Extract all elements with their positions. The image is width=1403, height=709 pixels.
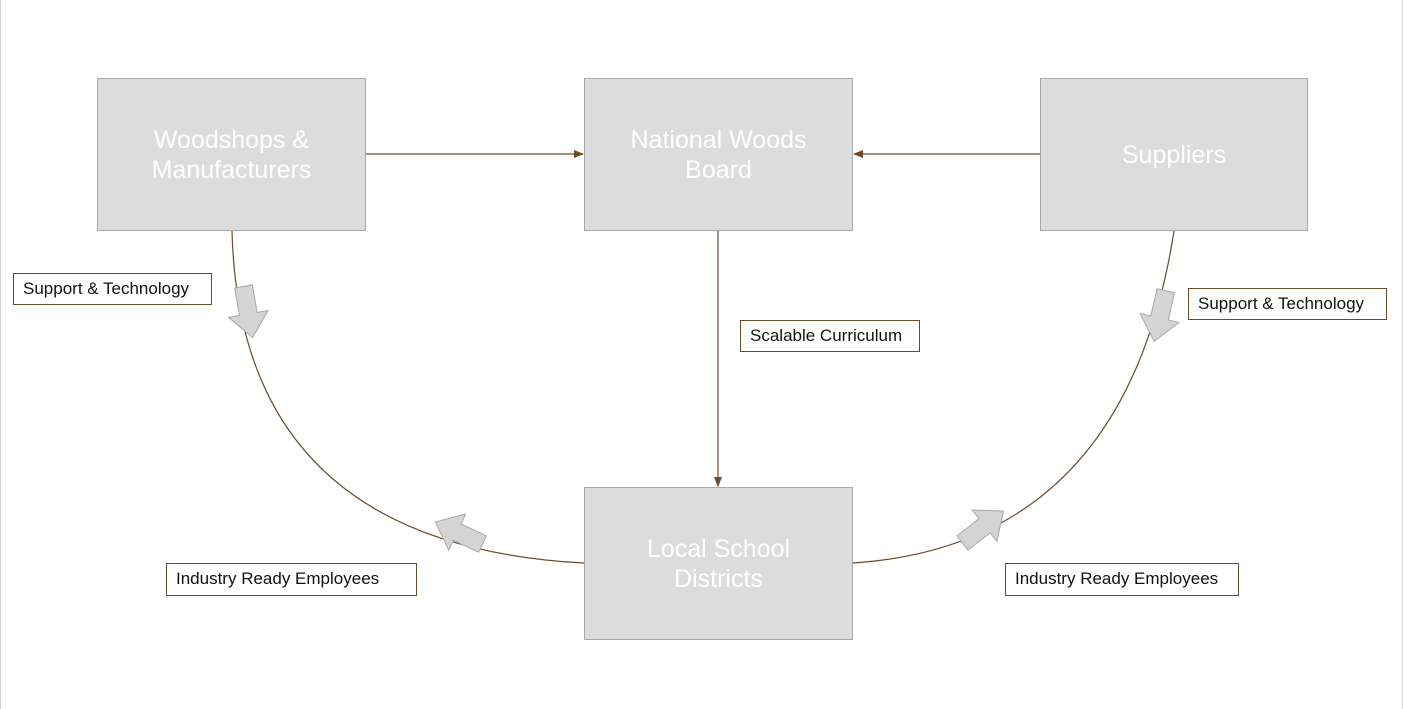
support-technology-label-right: Support & Technology bbox=[1188, 288, 1387, 320]
suppliers-node-label: Suppliers bbox=[1121, 140, 1227, 169]
districts-node-line-1: Local School bbox=[646, 534, 791, 563]
districts-node-line-2: Districts bbox=[674, 564, 763, 593]
scalable-curriculum-label: Scalable Curriculum bbox=[740, 320, 920, 352]
woodshops-node-line-2: Manufacturers bbox=[151, 155, 312, 184]
national-woods-board-node: National Woods Board bbox=[584, 78, 853, 231]
support-arrow-left-icon bbox=[227, 284, 270, 339]
left-border bbox=[0, 0, 1, 709]
industry-ready-employees-label-right: Industry Ready Employees bbox=[1005, 563, 1239, 596]
industry-ready-employees-label-left: Industry Ready Employees bbox=[166, 563, 417, 596]
local-school-districts-node: Local School Districts bbox=[584, 487, 853, 640]
suppliers-node: Suppliers bbox=[1040, 78, 1308, 231]
support-arrow-right-icon bbox=[1139, 288, 1181, 343]
woodshops-node-line-1: Woodshops & bbox=[153, 125, 310, 154]
board-node-line-1: National Woods bbox=[630, 125, 807, 154]
board-node-line-2: Board bbox=[685, 155, 752, 184]
right-cycle-arc bbox=[852, 230, 1175, 564]
support-technology-label-left: Support & Technology bbox=[13, 273, 212, 305]
employees-arrow-left-icon bbox=[434, 513, 488, 553]
woodshops-manufacturers-node: Woodshops & Manufacturers bbox=[97, 78, 366, 231]
employees-arrow-right-icon bbox=[956, 509, 1005, 551]
left-cycle-arc bbox=[231, 230, 585, 564]
